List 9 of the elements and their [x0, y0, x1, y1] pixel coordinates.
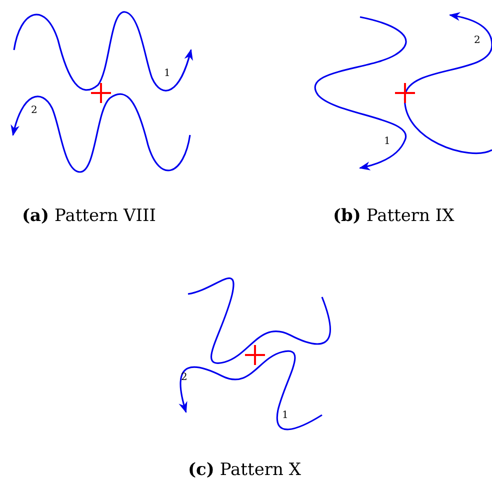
caption: (b) Pattern IX — [333, 208, 454, 225]
caption: (a) Pattern VIII — [22, 208, 156, 225]
curve-number: 2 — [474, 36, 480, 46]
curve-number: 1 — [384, 137, 390, 147]
caption: (c) Pattern X — [188, 462, 301, 479]
curve-number: 1 — [164, 69, 170, 79]
curve-number: 2 — [181, 373, 188, 383]
curve-number: 1 — [282, 411, 288, 421]
curve-number: 2 — [31, 106, 38, 116]
